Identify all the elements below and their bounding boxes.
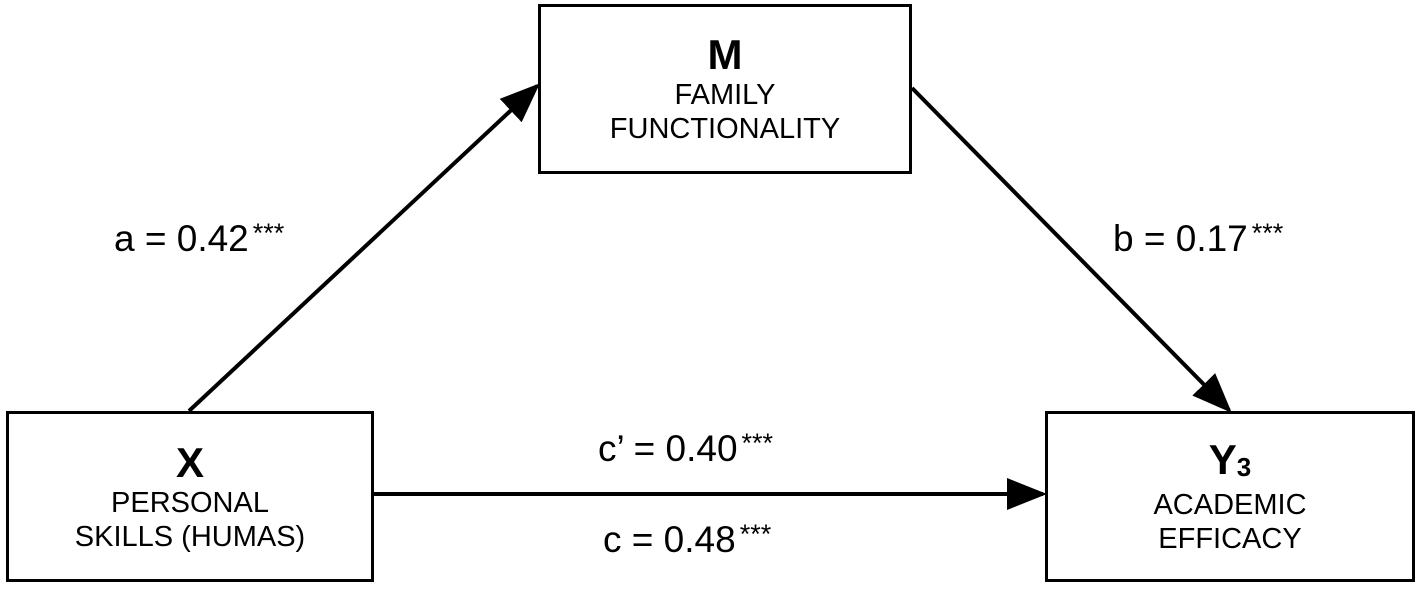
path-a-significance: *** bbox=[252, 218, 285, 248]
outcome-letter: Y3 bbox=[1208, 436, 1252, 483]
path-c-label: c = 0.48*** bbox=[603, 519, 771, 561]
path-b-significance: *** bbox=[1251, 218, 1284, 248]
path-c-prime-coefficient: c’ = 0.40 bbox=[598, 428, 738, 469]
outcome-description: ACADEMIC EFFICACY bbox=[1153, 489, 1307, 555]
path-a-coefficient: a = 0.42 bbox=[114, 218, 249, 259]
path-a-label: a = 0.42*** bbox=[114, 218, 284, 260]
arrow-m-to-y bbox=[910, 86, 1232, 413]
path-c-coefficient: c = 0.48 bbox=[603, 519, 736, 560]
outcome-subscript: 3 bbox=[1236, 452, 1252, 482]
predictor-letter: X bbox=[175, 438, 204, 486]
outcome-box: Y3 ACADEMIC EFFICACY bbox=[1045, 411, 1415, 582]
mediator-description: FAMILY FUNCTIONALITY bbox=[609, 79, 841, 145]
path-c-prime-label: c’ = 0.40*** bbox=[598, 428, 773, 470]
arrow-x-to-m bbox=[187, 83, 540, 413]
path-c-prime-significance: *** bbox=[741, 428, 774, 458]
path-b-label: b = 0.17*** bbox=[1113, 218, 1283, 260]
mediator-box: M FAMILY FUNCTIONALITY bbox=[538, 4, 912, 174]
path-c-significance: *** bbox=[739, 519, 772, 549]
predictor-description: PERSONAL SKILLS (HUMAS) bbox=[74, 486, 306, 553]
mediator-letter: M bbox=[707, 31, 743, 78]
path-b-coefficient: b = 0.17 bbox=[1113, 218, 1248, 259]
predictor-box: X PERSONAL SKILLS (HUMAS) bbox=[6, 411, 374, 582]
